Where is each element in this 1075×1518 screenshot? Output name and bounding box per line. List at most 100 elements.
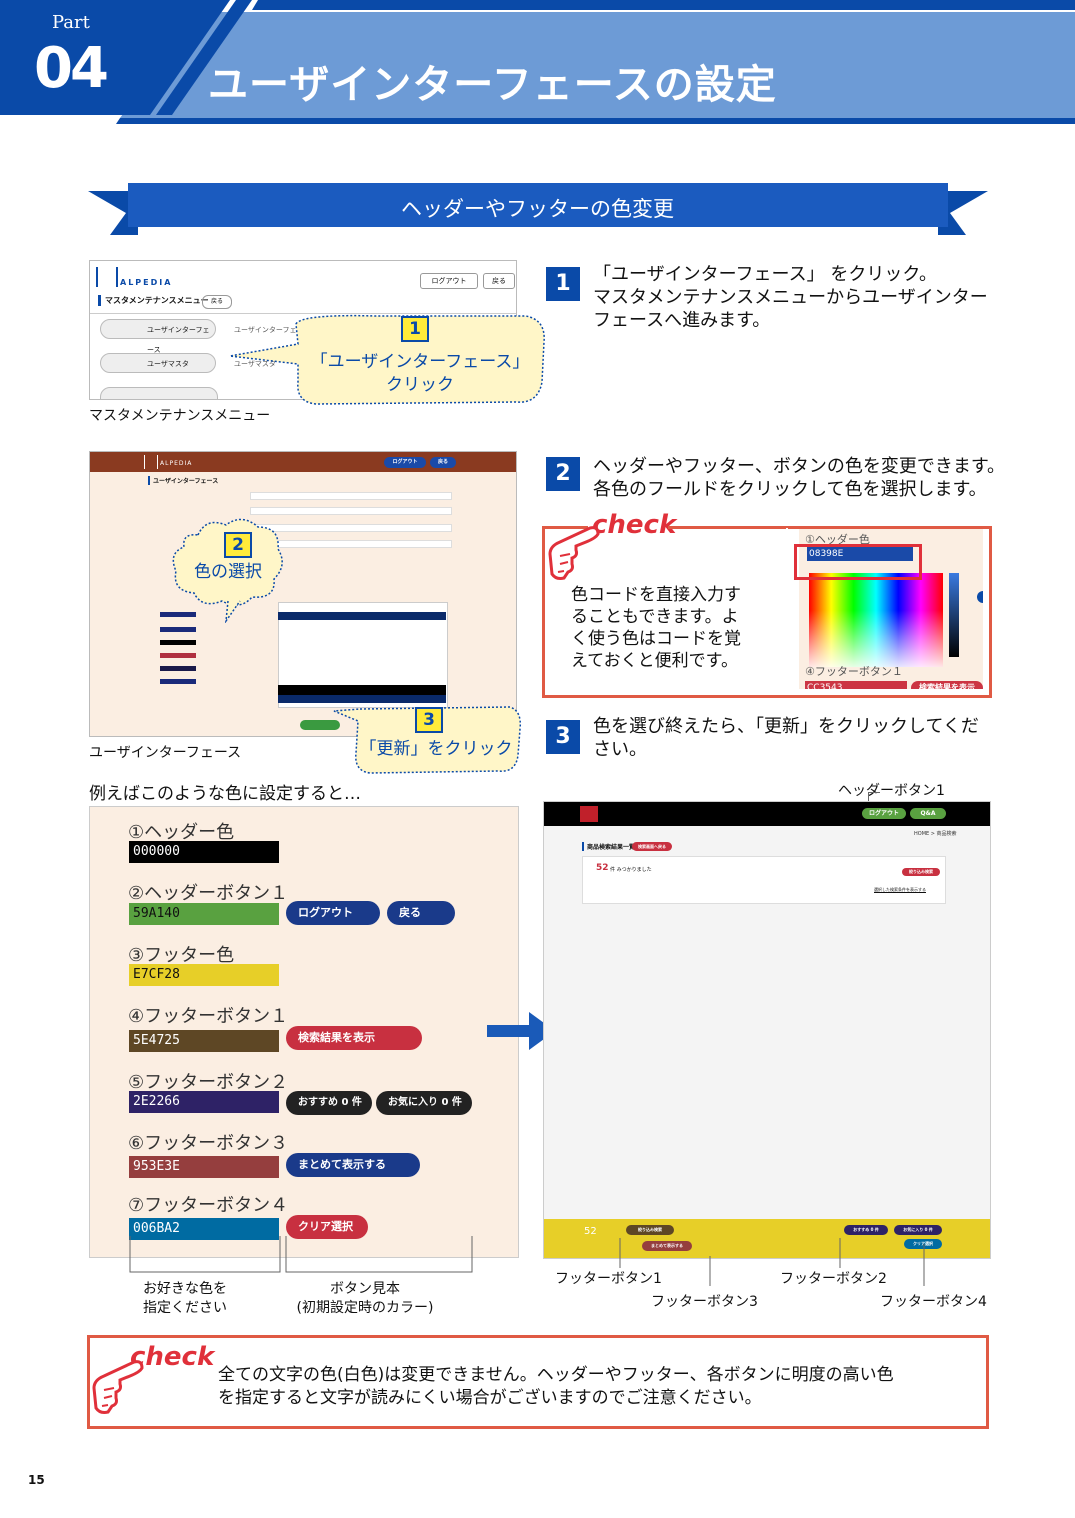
swatch-label-6: ⑥フッターボタン３	[128, 1133, 289, 1154]
result-back-button[interactable]: 検索画面へ戻る	[632, 842, 672, 851]
color-picker-snapshot: ①ヘッダー色 08398E ④フッターボタン１ CC3543 検索結果を表示	[799, 529, 983, 689]
step-1-line3: フェースへ進みます。	[593, 310, 771, 331]
result-foot-all[interactable]: まとめて表示する	[642, 1241, 692, 1251]
check-1-line3: く使う色はコードを覚	[571, 629, 741, 649]
shot1-menu-back[interactable]: 戻る	[202, 295, 232, 309]
swatch-code-2[interactable]: 59A140	[129, 903, 279, 925]
step-1-number: 1	[546, 267, 580, 301]
check-1-line1: 色コードを直接入力す	[571, 585, 741, 605]
callout-1-line2: クリック	[386, 375, 454, 395]
result-refine-button[interactable]: 絞り込み検索	[902, 868, 940, 876]
sample-favorite-button[interactable]: お気に入り 0 件	[376, 1091, 472, 1115]
alpedia-logo-icon	[96, 267, 118, 287]
callout-1-line1: 「ユーザインターフェース」	[310, 352, 530, 372]
label-footer-button3: フッターボタン3	[651, 1294, 758, 1310]
sample-clear-button[interactable]: クリア選択	[286, 1215, 368, 1239]
callout-1-bubble	[229, 314, 545, 405]
callout-3-text: 「更新」をクリック	[359, 739, 513, 759]
swatch-brackets	[129, 1236, 473, 1273]
note-left-line1: お好きな色を	[143, 1281, 227, 1297]
callout-2-text: 色の選択	[194, 562, 262, 582]
shot2-form-title: ユーザインターフェース	[148, 476, 218, 485]
result-foot-clear[interactable]: クリア選択	[904, 1239, 942, 1249]
shot1-menu-title: マスタメンテナンスメニュー	[98, 295, 209, 306]
section-ribbon	[88, 183, 988, 235]
result-screenshot: ログアウト Q&A HOME > 商品検索 商品検索結果一覧 検索画面へ戻る 5…	[543, 801, 991, 1259]
picker-slider[interactable]	[949, 573, 959, 657]
header-band	[0, 0, 1075, 130]
swatch-code-6[interactable]: 953E3E	[129, 1156, 279, 1178]
shot1-user-row-desc: ユーザマスタ	[234, 360, 276, 368]
swatch-label-2: ②ヘッダーボタン１	[128, 883, 289, 904]
result-sort-link[interactable]: 選択した検索条件を表示する	[874, 887, 926, 892]
swatch-code-1[interactable]: 000000	[129, 841, 279, 863]
callout-3-badge: 3	[415, 707, 443, 733]
note-right-line2: (初期設定時のカラー)	[296, 1300, 434, 1316]
swatch-label-1: ①ヘッダー色	[128, 822, 235, 843]
result-foot-favorite[interactable]: お気に入り 0 件	[894, 1225, 942, 1235]
callout-2-cloud	[172, 518, 283, 623]
pointing-hand-icon	[548, 526, 600, 580]
footer-leader-lines	[619, 1238, 925, 1286]
swatch-label-4: ④フッターボタン１	[128, 1006, 289, 1027]
shot1-ui-row-button[interactable]: ユーザインターフェース	[100, 319, 216, 354]
swatch-code-7[interactable]: 006BA2	[129, 1218, 279, 1240]
shot1-back-button[interactable]: 戻る	[483, 273, 515, 289]
result-header-logout[interactable]: ログアウト	[862, 808, 906, 819]
page-title: ユーザインターフェースの設定	[208, 62, 777, 108]
shot2-caption: ユーザインターフェース	[89, 745, 242, 761]
callout-2-badge: 2	[224, 532, 252, 558]
check-1-line4: えておくと便利です。	[571, 651, 738, 671]
picker-code-input[interactable]: 08398E	[807, 547, 913, 561]
step-2-number: 2	[546, 457, 580, 491]
alpedia-logo-icon-2	[144, 455, 158, 469]
result-logo-icon	[580, 806, 598, 822]
picker-results-button[interactable]: 検索結果を表示	[911, 681, 983, 689]
step-3-line2: さい。	[593, 739, 647, 760]
shot1-logo: ALPEDIA	[120, 278, 173, 287]
shot1-caption: マスタメンテナンスメニュー	[89, 408, 271, 424]
picker-code-2[interactable]: CC3543	[805, 681, 907, 689]
step-1-line1: 「ユーザインターフェース」 をクリック。	[593, 264, 937, 285]
sample-show-all-button[interactable]: まとめて表示する	[286, 1153, 420, 1177]
step-2-line1: ヘッダーやフッター、ボタンの色を変更できます。	[593, 456, 1006, 477]
picker-label-bottom: ④フッターボタン１	[805, 665, 903, 678]
shot2-back-button[interactable]: 戻る	[430, 457, 456, 468]
result-foot-recommend[interactable]: おすすめ 0 件	[844, 1225, 888, 1235]
picker-label-top: ①ヘッダー色	[805, 533, 870, 546]
pointing-hand-icon-2	[92, 1360, 144, 1414]
label-footer-button2: フッターボタン2	[780, 1271, 887, 1287]
swatch-code-4[interactable]: 5E4725	[129, 1030, 279, 1052]
sample-logout-button[interactable]: ログアウト	[286, 901, 380, 925]
label-footer-button1: フッターボタン1	[555, 1271, 662, 1287]
picker-spectrum[interactable]	[809, 573, 943, 667]
result-foot-refine[interactable]: 絞り込み検索	[626, 1225, 674, 1235]
shot1-user-row-button[interactable]: ユーザマスタ	[100, 353, 216, 373]
check-1-line2: ることもできます。よ	[571, 607, 739, 627]
check-2-line1: 全ての文字の色(白色)は変更できません。ヘッダーやフッター、各ボタンに明度の高い…	[218, 1365, 894, 1385]
ui-settings-screenshot: ALPEDIA ログアウト 戻る ユーザインターフェース	[89, 451, 517, 737]
shot2-logout-button[interactable]: ログアウト	[384, 457, 426, 468]
sample-recommend-button[interactable]: おすすめ 0 件	[286, 1091, 372, 1115]
part-label: Part	[52, 12, 90, 33]
swatch-code-5[interactable]: 2E2266	[129, 1091, 279, 1113]
sample-show-results-button[interactable]: 検索結果を表示	[286, 1026, 422, 1050]
swatch-code-3[interactable]: E7CF28	[129, 964, 279, 986]
note-right-line1: ボタン見本	[330, 1281, 400, 1297]
check-box-2	[87, 1335, 989, 1429]
sample-back-button[interactable]: 戻る	[387, 901, 455, 925]
check-1-word: check	[588, 510, 681, 540]
result-foot-count: 52	[584, 1226, 597, 1237]
result-breadcrumb: HOME > 商品検索	[914, 831, 957, 837]
callout-3-bubble	[333, 706, 522, 774]
label-footer-button4: フッターボタン4	[880, 1294, 987, 1310]
shot1-logout-button[interactable]: ログアウト	[420, 273, 478, 289]
result-header-qa[interactable]: Q&A	[910, 808, 946, 819]
note-left-line2: 指定ください	[143, 1300, 227, 1316]
right-arrow-icon	[487, 1012, 555, 1050]
step-3-number: 3	[546, 720, 580, 754]
check-2-word: check	[130, 1342, 215, 1372]
callout-1-badge: 1	[401, 316, 429, 342]
result-count: 52	[596, 863, 609, 873]
swatch-label-7: ⑦フッターボタン４	[128, 1195, 289, 1216]
